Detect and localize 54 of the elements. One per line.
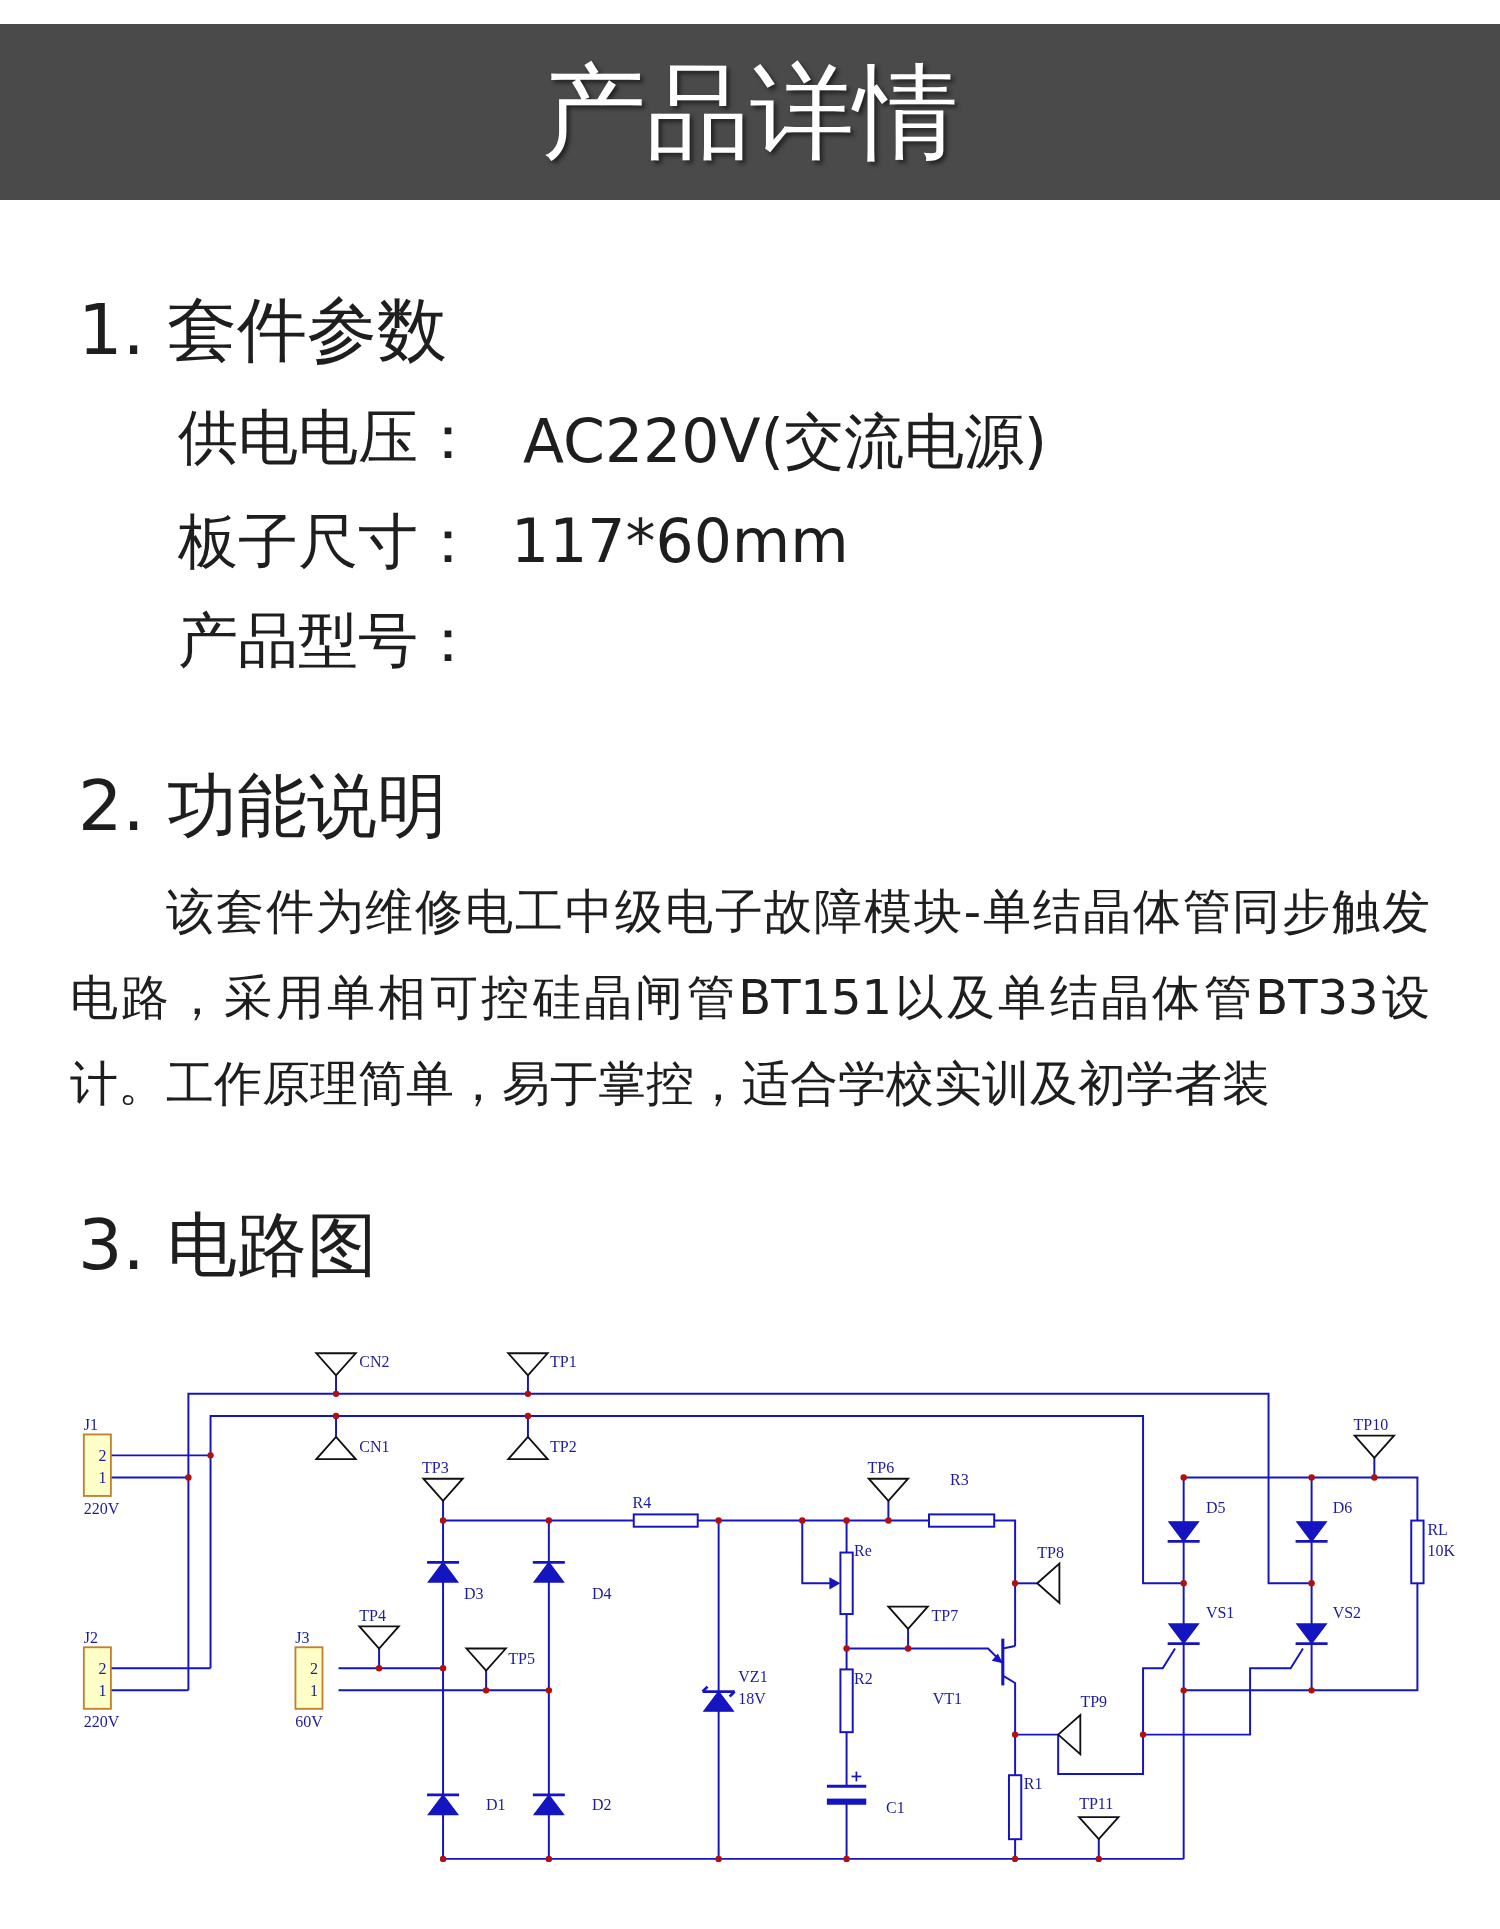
component-label: D3 (463, 1583, 484, 1604)
component-label: D4 (591, 1583, 612, 1604)
field-label: 板子尺寸： (178, 505, 478, 578)
field-value: AC220V(交流电源) (523, 405, 1048, 478)
description-paragraph: 该套件为维修电工中级电子故障模块-单结晶体管同步触发电路，采用单相可控硅晶闸管BT151以及单结晶体管BT33设计。工作原理简单，易于掌控，适合学校实训及初学者装 (70, 882, 1430, 1113)
component-label: 220V (83, 1711, 120, 1732)
component-label: J2 (83, 1627, 98, 1648)
component-label: VS2 (1332, 1603, 1362, 1624)
component-label: TP3 (422, 1458, 449, 1479)
component-label: J1 (83, 1415, 98, 1436)
component-label: 220V (83, 1498, 120, 1519)
component-label: TP6 (867, 1458, 895, 1479)
component-label: R1 (1023, 1774, 1043, 1795)
page-title: 产品详情 (541, 50, 959, 175)
component-label: D5 (1205, 1497, 1226, 1518)
component-label: TP1 (550, 1352, 577, 1373)
component-label: VS1 (1205, 1603, 1235, 1624)
section-heading: 3. 电路图 (78, 1202, 378, 1288)
field-label: 产品型号： (178, 604, 478, 677)
component-label: CN1 (359, 1437, 390, 1458)
component-label: TP11 (1079, 1794, 1114, 1815)
component-label: CN2 (359, 1352, 390, 1373)
component-label: TP8 (1037, 1543, 1064, 1564)
component-label: TP5 (508, 1648, 535, 1669)
component-label: TP2 (550, 1437, 577, 1458)
component-label: R3 (949, 1470, 969, 1491)
component-label: TP7 (931, 1605, 959, 1626)
pin-number: 1 (98, 1680, 107, 1701)
pin-number: 2 (98, 1658, 107, 1679)
pin-number: 2 (98, 1445, 107, 1466)
field-label: 供电电压： (178, 401, 478, 474)
component-label: 60V (295, 1711, 323, 1732)
component-label: C1 (885, 1797, 905, 1818)
component-label: TP10 (1353, 1415, 1389, 1436)
component-label: VT1 (932, 1689, 963, 1710)
section-heading: 1. 套件参数 (78, 287, 448, 373)
field-value: 117*60mm (511, 505, 849, 578)
component-label: Re (853, 1540, 872, 1561)
component-label: R4 (632, 1492, 652, 1513)
pin-number: 2 (310, 1658, 319, 1679)
component-label: VZ1 (738, 1667, 768, 1688)
component-label: 10K (1427, 1540, 1455, 1561)
section-heading: 2. 功能说明 (78, 763, 448, 849)
component-label: R2 (853, 1668, 873, 1689)
pin-number: 1 (98, 1468, 107, 1488)
component-label: TP4 (359, 1605, 386, 1626)
component-label: D1 (486, 1795, 506, 1816)
component-label: RL (1427, 1519, 1448, 1540)
component-label: D6 (1332, 1497, 1353, 1518)
component-label: TP9 (1080, 1691, 1108, 1712)
component-label: 18V (738, 1689, 766, 1710)
component-label: J3 (295, 1627, 310, 1648)
pin-number: 1 (310, 1680, 319, 1701)
component-label: D2 (591, 1795, 612, 1816)
